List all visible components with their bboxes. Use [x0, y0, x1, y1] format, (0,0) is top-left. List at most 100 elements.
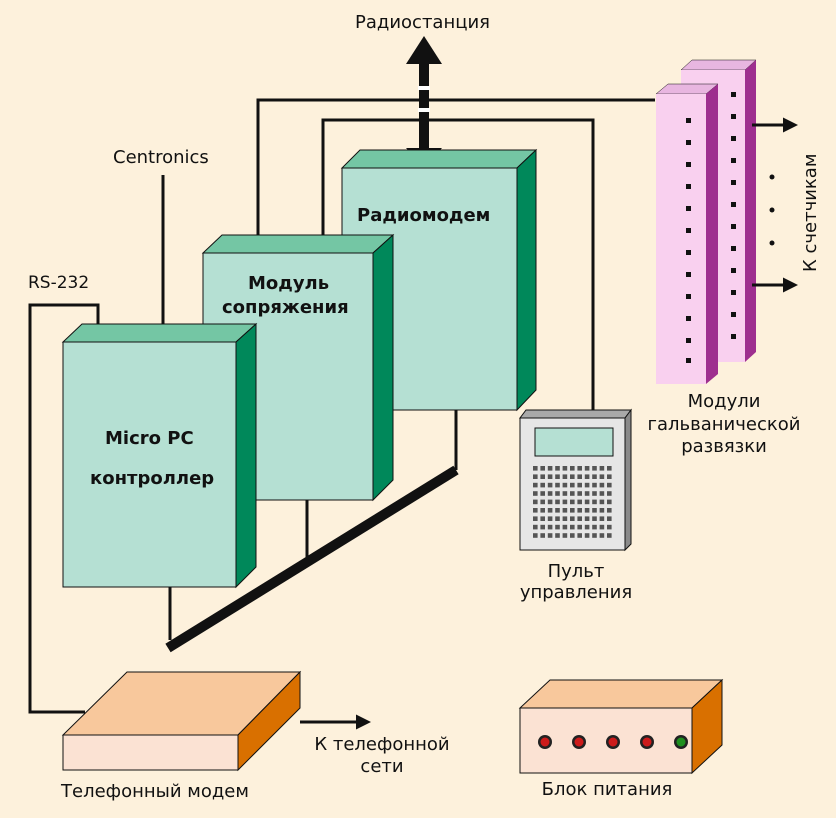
keypad-key	[533, 533, 538, 538]
power-leds	[538, 735, 688, 749]
keypad-key	[562, 491, 568, 496]
keypad-key	[592, 524, 597, 530]
keypad-key	[584, 499, 590, 505]
isolation-label-3: развязки	[681, 436, 767, 457]
telephone-modem	[61, 670, 302, 772]
led-light	[540, 737, 550, 747]
isolation-modules	[655, 59, 757, 384]
keypad-key	[570, 474, 575, 479]
keypad-key	[577, 508, 582, 513]
keypad-key	[570, 508, 575, 513]
to-phone-label-2: сети	[360, 756, 403, 777]
keypad-key	[570, 466, 575, 471]
keypad-key	[607, 466, 612, 471]
centronics-label: Centronics	[113, 147, 209, 168]
keypad-key	[547, 474, 553, 479]
keypad-key	[592, 491, 597, 496]
controller-label-1: Micro PC	[105, 428, 194, 449]
keypad-key	[555, 466, 560, 471]
panel-label-2: управления	[520, 582, 632, 603]
interface-module-label-2: сопряжения	[222, 297, 349, 318]
keypad-key	[584, 524, 590, 530]
keypad-key	[570, 491, 575, 496]
controller-label-2: контроллер	[90, 468, 214, 489]
keypad-key	[570, 499, 575, 505]
to-counters-label: К счетчикам	[800, 154, 821, 272]
keypad-key	[607, 524, 612, 530]
keypad-key	[607, 499, 612, 505]
keypad-key	[592, 516, 597, 521]
keypad-key	[555, 482, 560, 488]
keypad-key	[584, 508, 590, 513]
keypad-key	[533, 466, 538, 471]
keypad-key	[547, 508, 553, 513]
keypad-key	[584, 491, 590, 496]
keypad-key	[540, 499, 545, 505]
keypad-key	[547, 499, 553, 505]
keypad-key	[547, 533, 553, 538]
power-supply-label: Блок питания	[542, 779, 673, 800]
keypad-key	[562, 499, 568, 505]
keypad-key	[584, 482, 590, 488]
keypad-key	[599, 508, 605, 513]
power-supply	[518, 678, 724, 775]
keypad-key	[540, 474, 545, 479]
keypad-key	[555, 533, 560, 538]
keypad-key	[547, 524, 553, 530]
keypad-key	[547, 516, 553, 521]
keypad-key	[533, 482, 538, 488]
keypad-key	[584, 533, 590, 538]
keypad-key	[555, 524, 560, 530]
keypad-key	[607, 474, 612, 479]
keypad-key	[592, 482, 597, 488]
keypad-key	[562, 533, 568, 538]
keypad-key	[562, 474, 568, 479]
panel-label-1: Пульт	[548, 561, 605, 582]
keypad-key	[570, 482, 575, 488]
keypad-key	[533, 491, 538, 496]
keypad-key	[607, 508, 612, 513]
keypad-key	[555, 516, 560, 521]
keypad-key	[592, 533, 597, 538]
interface-module-label-1: Модуль	[248, 273, 329, 294]
keypad-key	[570, 533, 575, 538]
phone-modem-label: Телефонный модем	[60, 781, 249, 802]
data-bus	[165, 465, 459, 653]
keypad-key	[592, 474, 597, 479]
keypad-key	[562, 508, 568, 513]
keypad-key	[540, 482, 545, 488]
isolation-label-1: Модули	[688, 391, 761, 412]
keypad-key	[577, 499, 582, 505]
keypad-key	[540, 516, 545, 521]
keypad-key	[592, 508, 597, 513]
keypad-key	[592, 466, 597, 471]
counter-arrows	[752, 117, 798, 293]
keypad-key	[599, 524, 605, 530]
keypad-key	[607, 491, 612, 496]
keypad-key	[577, 491, 582, 496]
keypad-key	[577, 516, 582, 521]
keypad-key	[599, 466, 605, 471]
keypad-key	[599, 482, 605, 488]
keypad-key	[584, 516, 590, 521]
keypad-key	[577, 533, 582, 538]
control-panel	[519, 408, 632, 552]
keypad-key	[540, 491, 545, 496]
keypad-key	[547, 482, 553, 488]
keypad-key	[555, 491, 560, 496]
keypad-key	[599, 474, 605, 479]
keypad-key	[584, 466, 590, 471]
keypad-key	[562, 524, 568, 530]
keypad-key	[562, 466, 568, 471]
controller-block	[61, 322, 258, 589]
keypad-key	[533, 524, 538, 530]
led-light	[676, 737, 686, 747]
keypad-key	[555, 474, 560, 479]
led-light	[608, 737, 618, 747]
keypad-key	[577, 524, 582, 530]
keypad-key	[562, 516, 568, 521]
keypad-key	[540, 508, 545, 513]
keypad-key	[607, 533, 612, 538]
rs232-label: RS-232	[28, 273, 89, 293]
